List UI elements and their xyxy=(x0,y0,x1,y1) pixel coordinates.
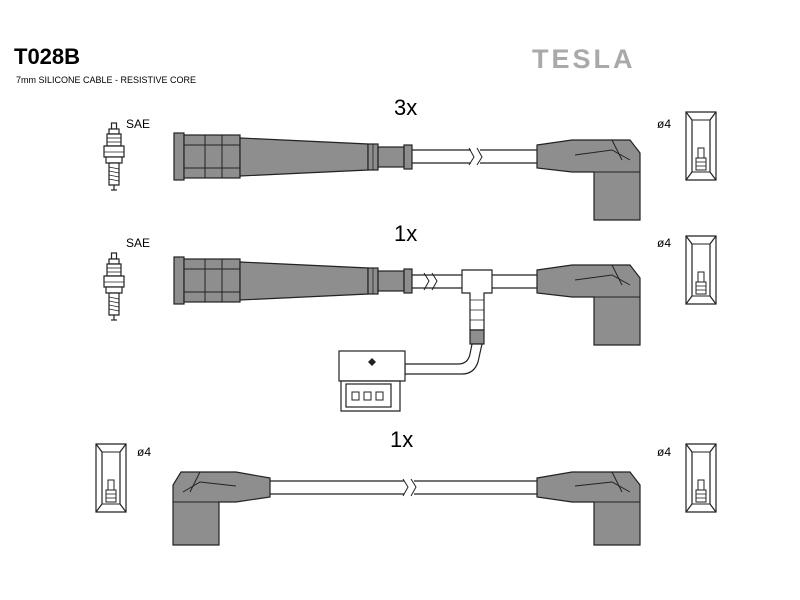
row-3-right-label: ø4 xyxy=(657,445,671,459)
cable-description: 7mm SILICONE CABLE - RESISTIVE CORE xyxy=(16,75,196,85)
row-3-cable xyxy=(172,471,641,546)
terminal-cap-icon xyxy=(685,235,717,305)
row-1-left-label: SAE xyxy=(126,117,150,131)
spark-plug-icon xyxy=(103,122,125,191)
brand-logo: TESLA xyxy=(532,44,636,74)
header: T028B 7mm SILICONE CABLE - RESISTIVE COR… xyxy=(14,44,636,85)
row-1: 3x SAE ø4 xyxy=(103,95,717,221)
row-3-left-label: ø4 xyxy=(137,445,151,459)
row-2-quantity: 1x xyxy=(394,221,417,246)
row-3: 1x ø4 ø4 xyxy=(95,427,717,546)
row-1-quantity: 3x xyxy=(394,95,417,120)
spark-plug-icon xyxy=(103,252,125,321)
row-1-right-label: ø4 xyxy=(657,117,671,131)
row-3-quantity: 1x xyxy=(390,427,413,452)
terminal-cap-icon xyxy=(685,443,717,513)
row-2-cable xyxy=(173,256,641,375)
row-2-right-label: ø4 xyxy=(657,236,671,250)
terminal-cap-icon xyxy=(685,111,717,181)
row-1-cable xyxy=(173,132,641,221)
sensor-connector-icon xyxy=(338,350,406,412)
row-2: 1x SAE xyxy=(103,221,717,412)
terminal-cap-icon xyxy=(95,443,127,513)
part-number: T028B xyxy=(14,44,80,69)
row-2-left-label: SAE xyxy=(126,236,150,250)
